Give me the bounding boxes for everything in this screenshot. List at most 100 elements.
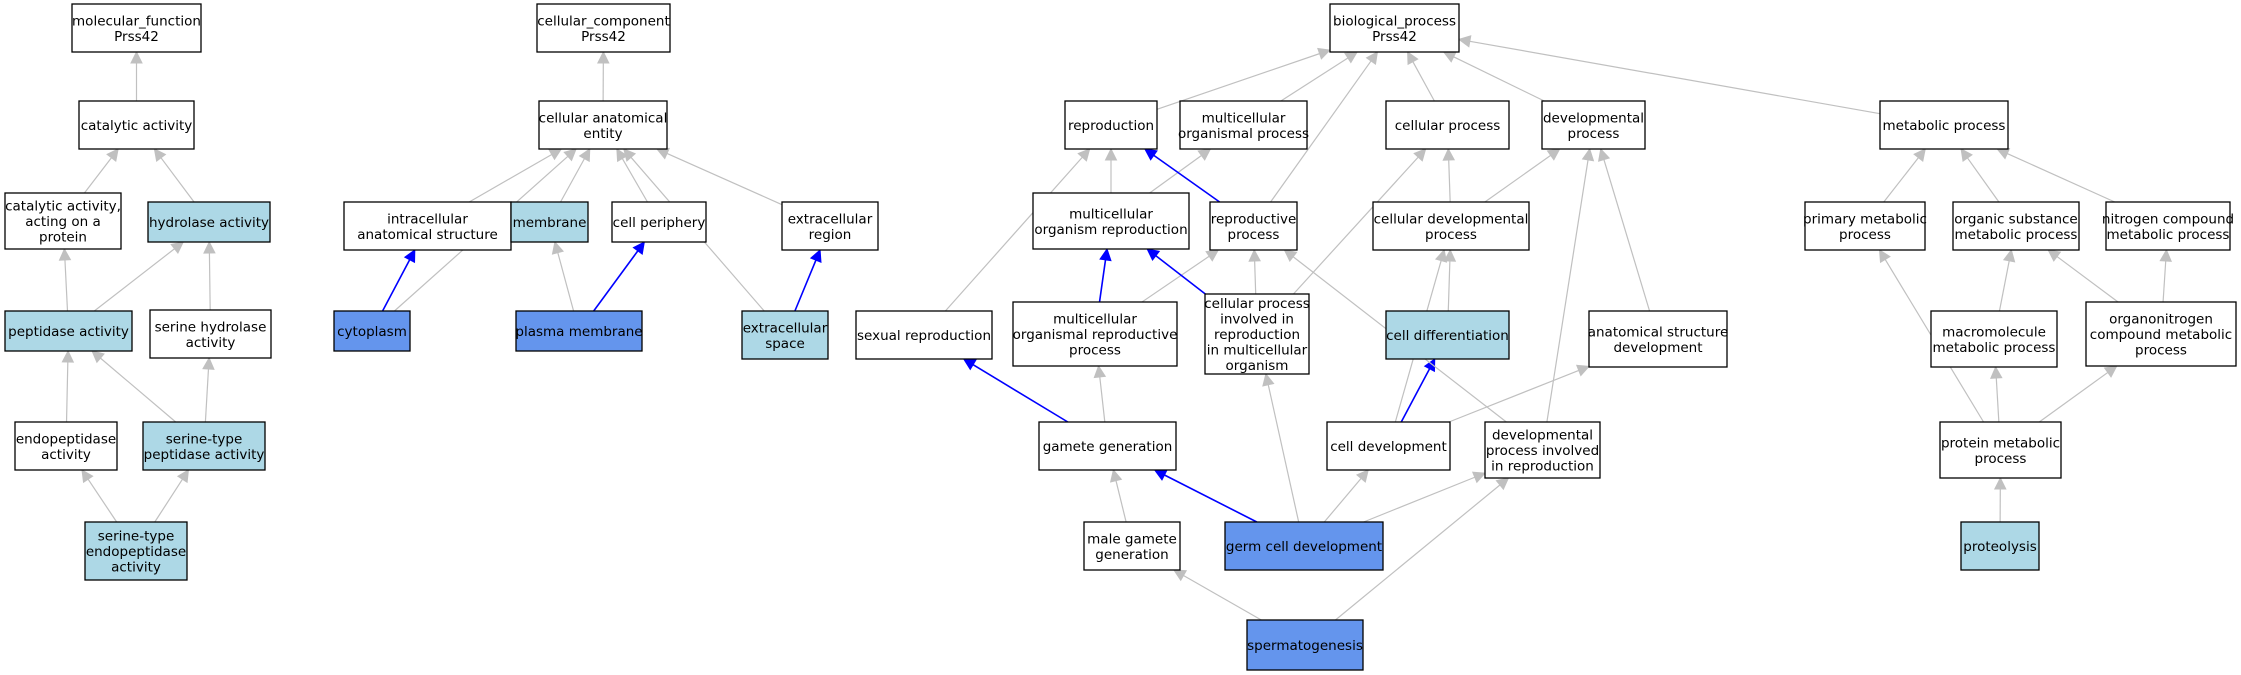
edge-line [1323, 478, 1362, 523]
node-membrane[interactable]: membrane [510, 201, 589, 243]
node-catact[interactable]: catalytic activity [78, 100, 195, 150]
node-label-line: membrane [513, 215, 587, 231]
node-box [14, 421, 118, 471]
node-celldev[interactable]: cell development [1326, 421, 1451, 471]
node-metab[interactable]: metabolic process [1879, 100, 2009, 150]
edge-ias-to-cae [468, 148, 563, 203]
node-cellproc[interactable]: cellular process [1385, 100, 1510, 150]
edge-cpinv-to-reprproc [1248, 248, 1261, 295]
node-pept[interactable]: peptidase activity [4, 310, 133, 352]
node-label-line: reproduction [1068, 118, 1154, 134]
node-label-line: cell periphery [613, 215, 706, 231]
node-box [1484, 421, 1601, 479]
node-sperm[interactable]: spermatogenesis [1246, 619, 1364, 671]
node-label-line: biological_process [1333, 13, 1456, 29]
edge-arrowhead [403, 249, 416, 264]
edge-line [1453, 56, 1545, 102]
edge-arrowhead [1197, 148, 1212, 161]
node-box [855, 310, 993, 360]
edge-arrowhead [1248, 248, 1261, 262]
edge-primmet-to-metab [1883, 148, 1926, 203]
edge-arrowhead [1407, 51, 1419, 66]
edge-arrowhead [551, 240, 565, 255]
node-cytoplasm[interactable]: cytoplasm [333, 310, 411, 352]
node-label-line: gamete generation [1043, 439, 1173, 455]
edge-celldevproc-to-devproc [1484, 148, 1561, 203]
edge-protmet-to-macromet [1990, 365, 2003, 423]
node-box [1939, 421, 2062, 479]
node-box [1246, 619, 1364, 671]
node-germdev[interactable]: germ cell development [1224, 521, 1384, 571]
node-box [1038, 421, 1177, 471]
node-cellper[interactable]: cell periphery [611, 201, 707, 243]
edge-line [1448, 159, 1451, 203]
edge-hydro-to-catact [153, 148, 195, 203]
node-box [611, 201, 707, 243]
edge-gamgen-to-multirepproc [1093, 364, 1107, 423]
node-repro[interactable]: reproduction [1064, 100, 1158, 150]
edge-celldev-to-anatdev [1448, 364, 1591, 423]
edge-arrowhead [58, 247, 72, 261]
node-label-line: peptidase activity [8, 324, 129, 340]
node-box [343, 201, 512, 251]
edge-line [2162, 260, 2167, 303]
node-celldiff[interactable]: cell differentiation [1385, 310, 1510, 360]
edge-germdev-to-devinv [1363, 471, 1487, 523]
node-label-line: nitrogen compound [2102, 211, 2234, 227]
edge-arrowhead [91, 350, 105, 364]
edge-line [1099, 376, 1106, 423]
node-label-line: organismal process [1178, 126, 1309, 142]
node-gamgen[interactable]: gamete generation [1038, 421, 1177, 471]
node-box [4, 192, 122, 250]
node-proteol[interactable]: proteolysis [1960, 521, 2040, 571]
node-box [2105, 201, 2231, 251]
edge-gamgen-to-sexrep [962, 358, 1069, 423]
edge-repro-to-bp [1156, 47, 1332, 110]
edge-serpep-to-serhyd [202, 356, 215, 423]
node-label-line: cellular process [1395, 118, 1501, 134]
node-label-line: organism reproduction [1034, 222, 1187, 238]
edge-arrowhead [1546, 148, 1561, 161]
edge-arrowhead [153, 148, 167, 162]
node-box [1032, 192, 1190, 250]
edge-line [208, 252, 211, 311]
node-plasmamem[interactable]: plasma membrane [515, 310, 643, 352]
edge-arrowhead [632, 241, 645, 256]
edge-celldevproc-to-cellproc [1442, 147, 1456, 203]
node-label-line: developmental [1543, 110, 1644, 126]
edge-arrowhead [1434, 248, 1448, 263]
node-box [1930, 310, 2058, 368]
node-label-line: extracellular [788, 211, 873, 227]
node-hydro[interactable]: hydrolase activity [147, 201, 271, 243]
node-box [1326, 421, 1451, 471]
node-sexrep[interactable]: sexual reproduction [855, 310, 993, 360]
